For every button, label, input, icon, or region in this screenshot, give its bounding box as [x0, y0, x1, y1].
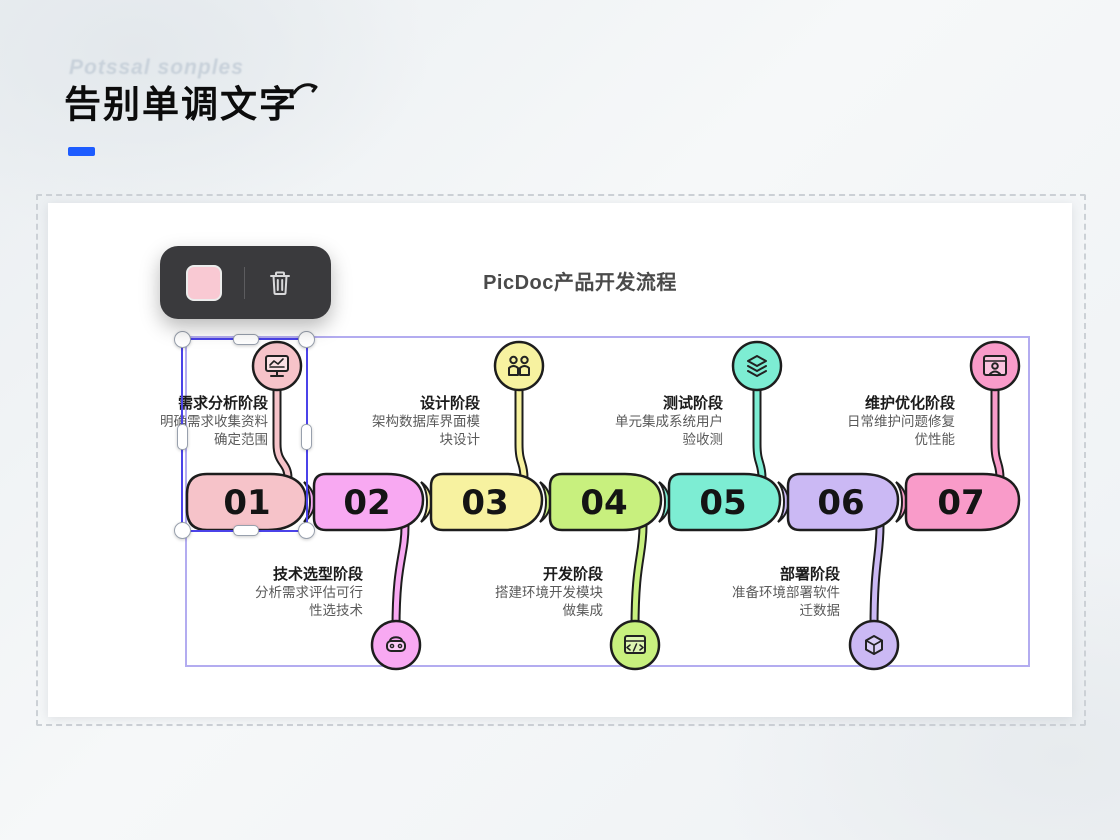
stage6-desc1: 准备环境部署软件: [732, 585, 840, 600]
segment-crescents: [303, 481, 908, 523]
svg-text:06: 06: [817, 483, 864, 523]
selection-handle-n[interactable]: [233, 334, 259, 345]
diagram-title[interactable]: PicDoc产品开发流程: [483, 272, 677, 294]
connector-1: [274, 375, 291, 481]
designers-icon: [508, 355, 530, 376]
stage2-title: 技术选型阶段: [272, 566, 363, 583]
stage4-icon-circle[interactable]: [609, 619, 661, 671]
watermark-text: Potssal sonples: [69, 56, 244, 79]
heading-accent-bar: [68, 147, 95, 156]
stage1-desc2: 确定范围: [214, 431, 268, 447]
stage3-icon-circle[interactable]: [493, 340, 545, 392]
context-toolbar: [160, 246, 331, 319]
svg-text:03: 03: [461, 483, 508, 523]
connector-3: [516, 375, 527, 481]
segment-06[interactable]: [786, 472, 900, 532]
stage3-desc2: 块设计: [439, 431, 481, 447]
selection-box[interactable]: [174, 331, 315, 539]
stage2-desc2: 性选技术: [309, 602, 363, 618]
stage1-title: 需求分析阶段: [177, 395, 268, 412]
toolbar-divider: [244, 266, 245, 299]
svg-text:02: 02: [343, 483, 390, 523]
stage4-label[interactable]: 开发阶段 搭建环境开发模块 做集成: [443, 565, 603, 619]
stage5-title: 测试阶段: [662, 395, 723, 412]
stage2-label[interactable]: 技术选型阶段 分析需求评估可行 性选技术: [203, 565, 363, 619]
stage6-title: 部署阶段: [779, 566, 840, 583]
svg-text:04: 04: [580, 483, 627, 523]
stage6-label[interactable]: 部署阶段 准备环境部署软件 迁数据: [680, 565, 840, 619]
selection-handle-nw[interactable]: [174, 331, 191, 348]
heading-scribble-icon: [292, 83, 318, 95]
segment-05[interactable]: [667, 472, 782, 532]
stage2-desc1: 分析需求评估可行: [255, 585, 363, 600]
svg-text:07: 07: [937, 483, 984, 523]
stage1-label[interactable]: 需求分析阶段 明确需求收集资料 确定范围: [108, 394, 268, 448]
page-title: 告别单调文字: [64, 84, 298, 125]
connector-5: [754, 375, 765, 481]
selection-handle-sw[interactable]: [174, 522, 191, 539]
stage3-label[interactable]: 设计阶段 架构数据库界面模 块设计: [320, 394, 480, 448]
selection-handle-ne[interactable]: [298, 331, 315, 348]
segment-07[interactable]: [904, 472, 1021, 532]
stage6-desc2: 迁数据: [799, 602, 841, 618]
connector-7: [992, 375, 1003, 481]
stage3-title: 设计阶段: [419, 395, 480, 412]
package-icon: [865, 635, 883, 655]
trash-icon[interactable]: [265, 267, 295, 299]
segments: [185, 472, 1021, 532]
stage4-desc1: 搭建环境开发模块: [495, 585, 603, 600]
segment-numbers: 01 02 03 04 05 06 07: [223, 483, 984, 523]
stage5-label[interactable]: 测试阶段 单元集成系统用户 验收测: [563, 394, 723, 448]
selection-handle-w[interactable]: [177, 424, 188, 450]
selection-handle-s[interactable]: [233, 525, 259, 536]
headset-icon: [386, 636, 406, 652]
process-diagram: 01 02 03 04 05 06 07: [185, 336, 1030, 671]
stage7-title: 维护优化阶段: [864, 395, 955, 412]
connector-6: [871, 523, 883, 631]
segment-04[interactable]: [548, 472, 663, 532]
stage7-desc2: 优性能: [914, 431, 956, 447]
svg-text:01: 01: [223, 483, 270, 523]
stage7-label[interactable]: 维护优化阶段 日常维护问题修复 优性能: [795, 394, 955, 448]
code-window-icon: [624, 635, 646, 654]
connector-2: [393, 523, 408, 631]
selection-handle-e[interactable]: [301, 424, 312, 450]
artboard-dashed-frame: [36, 194, 1086, 726]
stage7-desc1: 日常维护问题修复: [847, 414, 955, 429]
segment-03[interactable]: [429, 472, 544, 532]
segment-02[interactable]: [312, 472, 425, 532]
fill-color-swatch[interactable]: [186, 264, 222, 301]
connectors: [272, 373, 1005, 633]
stage4-title: 开发阶段: [542, 566, 603, 583]
stage7-icon-circle[interactable]: [969, 340, 1021, 392]
stage2-icon-circle[interactable]: [370, 619, 422, 671]
stage5-desc2: 验收测: [682, 431, 724, 447]
browser-user-icon: [983, 355, 1007, 376]
stage4-desc2: 做集成: [562, 602, 604, 618]
selection-handle-se[interactable]: [298, 522, 315, 539]
svg-text:05: 05: [699, 483, 746, 523]
stage5-desc1: 单元集成系统用户: [615, 414, 723, 429]
layers-icon: [747, 355, 767, 377]
connector-4: [632, 523, 646, 631]
monitor-chart-icon: [265, 355, 289, 377]
stage3-desc1: 架构数据库界面模: [372, 414, 480, 429]
